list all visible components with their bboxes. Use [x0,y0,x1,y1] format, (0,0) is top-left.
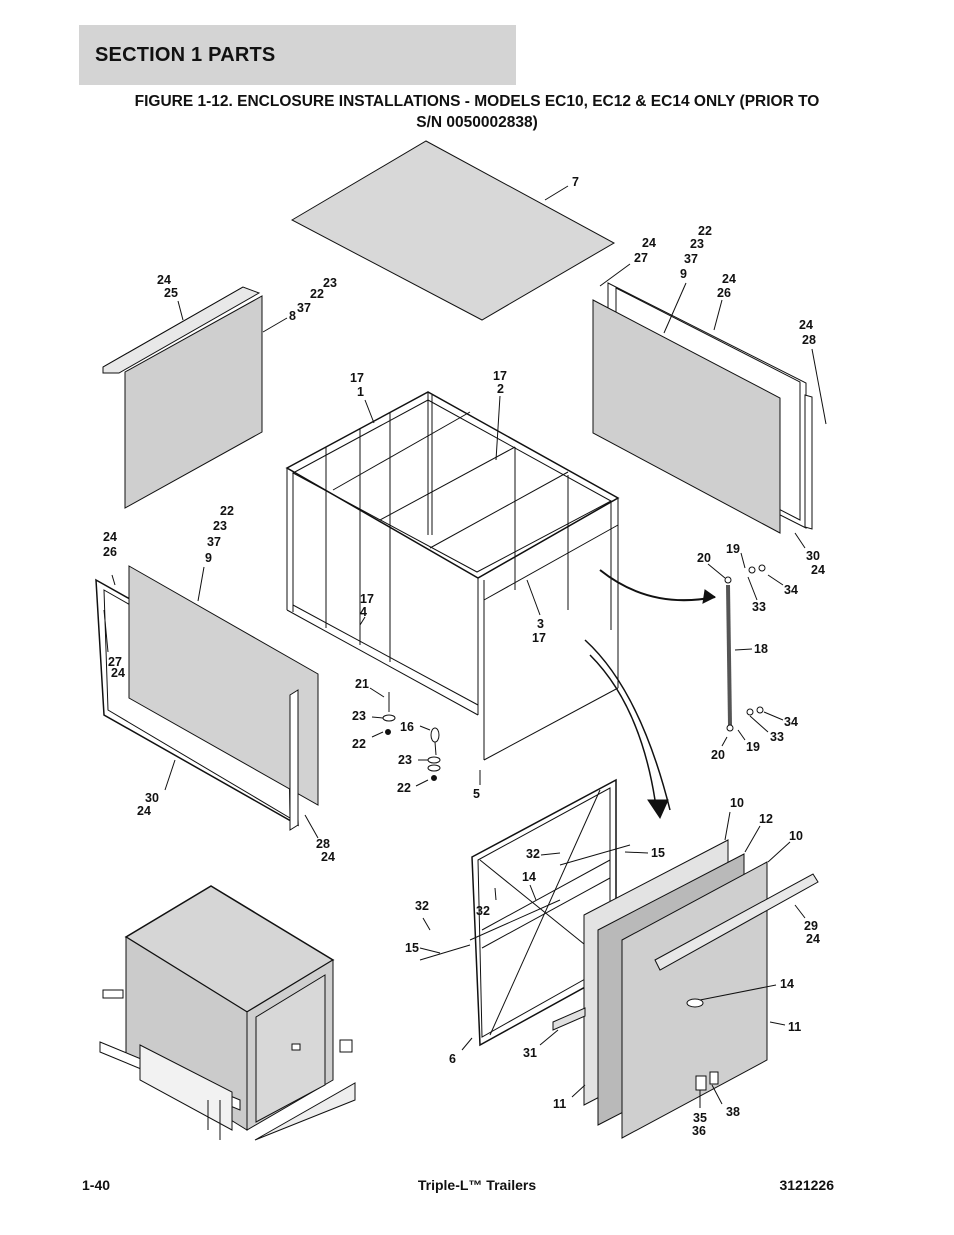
section-header: SECTION 1 PARTS [79,25,516,85]
footer-doc-number: 3121226 [779,1177,834,1193]
callout: 26 [103,545,117,559]
callout: 28 [316,837,330,851]
callout: 23 [398,753,412,767]
callout: 2 [497,382,504,396]
top-panel [290,140,616,321]
callout: 9 [205,551,212,565]
callout: 20 [711,748,725,762]
callout: 14 [780,977,794,991]
callout: 24 [103,530,117,544]
callout: 27 [634,251,648,265]
callout: 23 [323,276,337,290]
callout: 24 [642,236,656,250]
callout: 24 [111,666,125,680]
callout: 33 [770,730,784,744]
callout: 29 [804,919,818,933]
callout: 3 [537,617,544,631]
callout: 24 [811,563,825,577]
callout: 15 [651,846,665,860]
callout: 37 [207,535,221,549]
door-top-trim [654,873,819,971]
figure-title-line2: S/N 0050002838) [416,114,538,131]
callout: 17 [360,592,374,606]
callout: 37 [684,252,698,266]
left-side-panel [124,295,263,509]
callout-numbers: 7 24 25 23 22 37 8 17 1 17 2 3 17 17 4 5… [103,175,825,1138]
callout: 9 [680,267,687,281]
callout: 23 [213,519,227,533]
callout: 24 [806,932,820,946]
callout: 22 [698,224,712,238]
callout: 22 [397,781,411,795]
swing-arrow-upper [599,569,716,602]
callout: 22 [352,737,366,751]
footer-product: Triple-L™ Trailers [417,1177,537,1193]
swing-arrow-lower [584,639,671,811]
callout: 14 [522,870,536,884]
callout: 17 [493,369,507,383]
callout: 34 [784,715,798,729]
front-left-edge [289,689,299,831]
callout: 4 [360,605,367,619]
callout: 5 [473,787,480,801]
callout: 26 [717,286,731,300]
callout: 23 [690,237,704,251]
leader-lines [103,185,827,1108]
callout: 16 [400,720,414,734]
callout: 31 [523,1046,537,1060]
assembled-enclosure [99,885,356,1141]
callout: 32 [415,899,429,913]
callout: 32 [526,847,540,861]
callout: 34 [784,583,798,597]
callout: 7 [572,175,579,189]
callout: 6 [449,1052,456,1066]
callout: 24 [137,804,151,818]
callout: 35 [693,1111,707,1125]
callout: 10 [730,796,744,810]
callout: 10 [789,829,803,843]
rear-right-panel [592,299,781,534]
callout: 20 [697,551,711,565]
callout: 24 [799,318,813,332]
callout: 28 [802,333,816,347]
callout: 18 [754,642,768,656]
callout: 15 [405,941,419,955]
section-label: SECTION 1 PARTS [95,43,276,66]
callout: 1 [357,385,364,399]
callout: 24 [321,850,335,864]
callout: 36 [692,1124,706,1138]
callout: 32 [476,904,490,918]
figure-title-line1: FIGURE 1-12. ENCLOSURE INSTALLATIONS - M… [134,93,820,110]
callout: 22 [220,504,234,518]
figure-title: FIGURE 1-12. ENCLOSURE INSTALLATIONS - M… [70,91,884,133]
callout: 8 [289,309,296,323]
callout: 12 [759,812,773,826]
front-left-panel [128,565,319,806]
callout: 37 [297,301,311,315]
callout: 11 [788,1020,801,1034]
callout: 30 [145,791,159,805]
rear-right-edge [804,394,813,530]
callout: 23 [352,709,366,723]
callout: 21 [355,677,369,691]
callout: 17 [532,631,546,645]
callout: 19 [746,740,760,754]
callout: 27 [108,655,122,669]
callout: 38 [726,1105,740,1119]
callout: 25 [164,286,178,300]
main-frame-cage [285,391,620,761]
footer-page-number: 1-40 [82,1177,111,1193]
callout: 33 [752,600,766,614]
callout: 30 [806,549,820,563]
callout: 22 [310,287,324,301]
callout: 24 [157,273,171,287]
callout: 11 [553,1097,566,1111]
callout: 19 [726,542,740,556]
gas-strut [726,584,732,726]
callout: 17 [350,371,364,385]
callout: 24 [722,272,736,286]
